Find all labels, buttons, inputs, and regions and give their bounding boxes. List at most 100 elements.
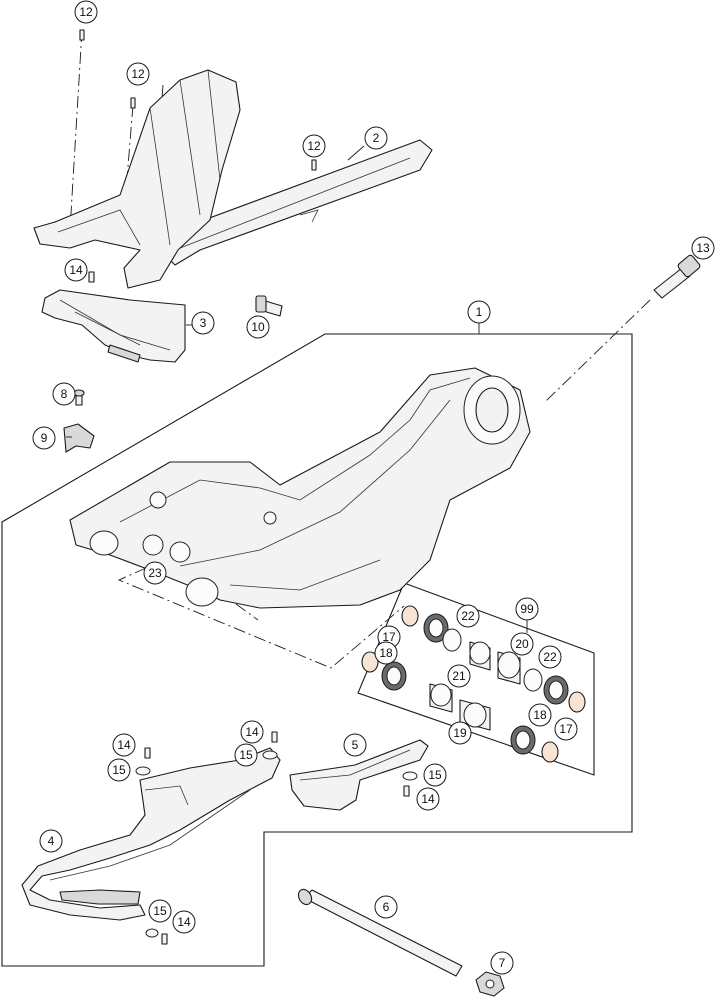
callout-circle xyxy=(515,597,539,621)
callout-label: 19 xyxy=(453,726,467,740)
callout-3: 3 xyxy=(191,311,215,335)
callout-label: 9 xyxy=(41,431,48,445)
swingarm-assembly-frame xyxy=(1,333,633,967)
callout-label: 23 xyxy=(148,566,162,580)
callout-circle xyxy=(343,733,367,757)
axle-nut-part xyxy=(475,971,505,997)
callout-10: 10 xyxy=(246,315,270,339)
axis-line-pivot-b xyxy=(235,603,259,621)
callout-label: 5 xyxy=(352,738,359,752)
callout-label: 8 xyxy=(61,387,68,401)
callout-label: 18 xyxy=(533,708,547,722)
callout-label: 15 xyxy=(112,763,126,777)
callout-circle xyxy=(528,703,552,727)
callout-label: 15 xyxy=(153,904,167,918)
callout-circle xyxy=(423,763,447,787)
small-fasteners xyxy=(79,29,418,945)
callout-label: 12 xyxy=(131,67,145,81)
axis-line-12a xyxy=(69,29,83,231)
callout-label: 14 xyxy=(117,738,131,752)
callout-label: 7 xyxy=(499,956,506,970)
callout-12: 12 xyxy=(126,62,150,86)
screw-8-part xyxy=(73,389,85,406)
callout-13: 13 xyxy=(691,236,715,260)
callout-23: 23 xyxy=(143,561,167,585)
callout-label: 14 xyxy=(69,263,83,277)
callout-label: 17 xyxy=(559,722,573,736)
callout-label: 12 xyxy=(307,139,321,153)
callout-circle xyxy=(32,426,56,450)
callout-circle xyxy=(467,300,491,324)
chain-slider-5-part xyxy=(289,739,429,811)
callout-circle xyxy=(448,721,472,745)
callout-15: 15 xyxy=(234,743,258,767)
callout-label: 1 xyxy=(476,305,483,319)
callout-circle xyxy=(246,315,270,339)
callout-22: 22 xyxy=(456,604,480,628)
callout-circle xyxy=(112,733,136,757)
callout-12: 12 xyxy=(302,134,326,158)
callout-15: 15 xyxy=(148,899,172,923)
callout-circle xyxy=(374,895,398,919)
callout-9: 9 xyxy=(32,426,56,450)
callout-15: 15 xyxy=(423,763,447,787)
callout-circle xyxy=(554,717,578,741)
callout-circle xyxy=(240,720,264,744)
callout-label: 6 xyxy=(383,900,390,914)
callout-label: 14 xyxy=(177,915,191,929)
callout-circle xyxy=(234,743,258,767)
callout-6: 6 xyxy=(374,895,398,919)
rear-mudguard-part xyxy=(33,69,241,289)
callout-label: 22 xyxy=(461,609,475,623)
callout-circle xyxy=(510,632,534,656)
callout-label: 3 xyxy=(200,316,207,330)
callout-label: 20 xyxy=(515,637,529,651)
callout-99: 99 xyxy=(515,597,539,621)
callout-12: 12 xyxy=(74,0,98,24)
callout-1: 1 xyxy=(467,300,491,324)
callout-14: 14 xyxy=(416,787,440,811)
chain-guard-part xyxy=(149,139,433,266)
bearing-kit-parts xyxy=(361,605,586,763)
callout-circle xyxy=(148,899,172,923)
bracket-3-part xyxy=(41,289,186,363)
callout-label: 18 xyxy=(379,646,393,660)
callout-label: 14 xyxy=(421,792,435,806)
callout-circle xyxy=(126,62,150,86)
callout-21: 21 xyxy=(447,664,471,688)
callout-19: 19 xyxy=(448,721,472,745)
axis-line-13 xyxy=(544,299,651,403)
callout-5: 5 xyxy=(343,733,367,757)
callout-14: 14 xyxy=(64,258,88,282)
callout-circle xyxy=(447,664,471,688)
callout-label: 13 xyxy=(696,241,710,255)
clip-9-part xyxy=(63,423,95,453)
callout-14: 14 xyxy=(112,733,136,757)
callout-label: 99 xyxy=(520,602,534,616)
callout-17: 17 xyxy=(554,717,578,741)
swingarm-axle-part xyxy=(297,888,463,977)
callout-15: 15 xyxy=(107,758,131,782)
callout-22: 22 xyxy=(538,645,562,669)
callout-4: 4 xyxy=(39,829,63,853)
callout-label: 15 xyxy=(428,768,442,782)
callout-8: 8 xyxy=(52,382,76,406)
callout-7: 7 xyxy=(490,951,514,975)
callout-circle xyxy=(416,787,440,811)
callout-2: 2 xyxy=(364,126,388,150)
callout-label: 10 xyxy=(251,320,265,334)
callout-circle xyxy=(374,641,398,665)
callout-label: 4 xyxy=(48,834,55,848)
callout-18: 18 xyxy=(528,703,552,727)
swingarm-part xyxy=(69,367,531,609)
callout-14: 14 xyxy=(240,720,264,744)
callout-label: 22 xyxy=(543,650,557,664)
callout-label: 21 xyxy=(452,669,466,683)
callout-circle xyxy=(74,0,98,24)
callout-circle xyxy=(39,829,63,853)
callout-circle xyxy=(691,236,715,260)
callout-20: 20 xyxy=(510,632,534,656)
